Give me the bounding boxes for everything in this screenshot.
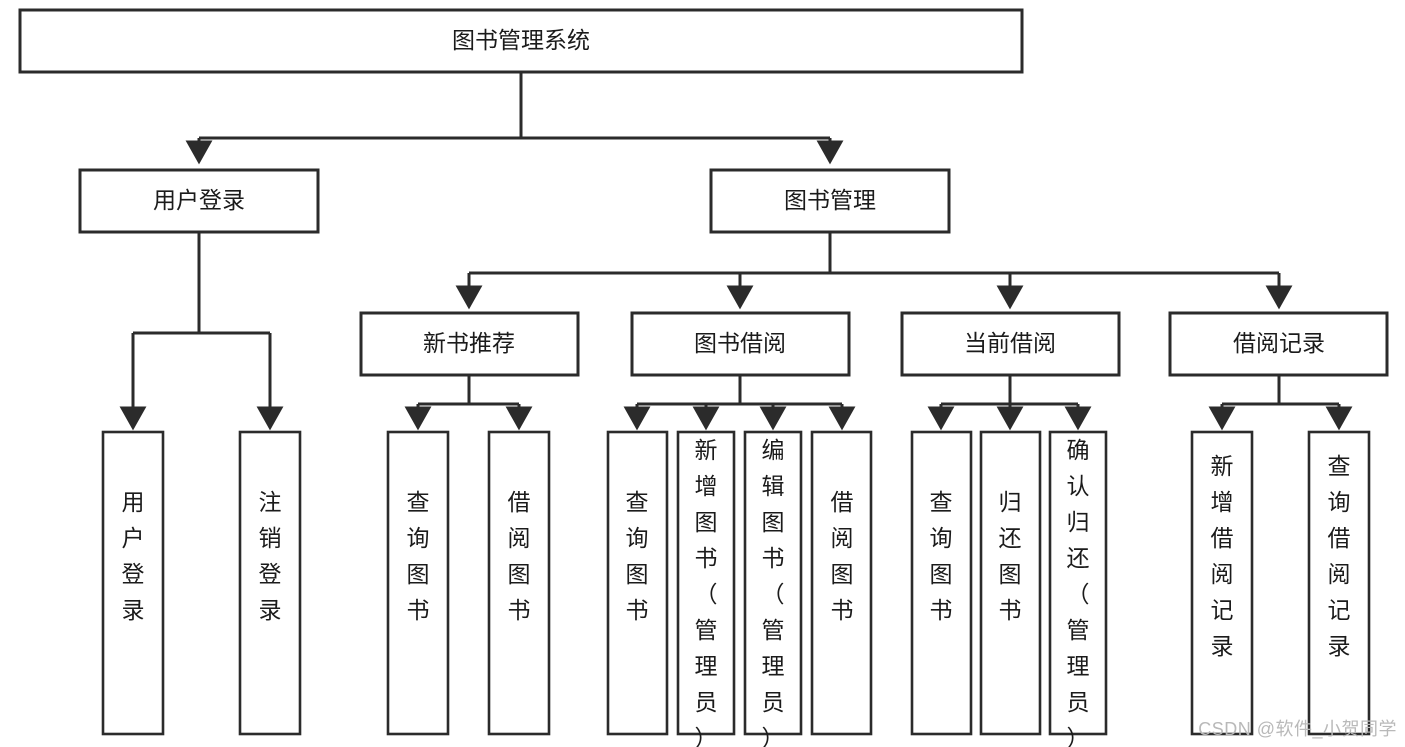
leaf-query-book-1-label: 查询图书 <box>407 489 430 623</box>
leaf-confirm-return-label: 确认归还（管理员） <box>1067 437 1090 747</box>
leaf-user-login[interactable]: 用户登录 <box>101 430 165 736</box>
node-root-label: 图书管理系统 <box>452 27 590 53</box>
node-root[interactable]: 图书管理系统 <box>18 8 1024 74</box>
leaf-borrow-book-1-label: 借阅图书 <box>508 489 531 623</box>
node-new-book-recommend-label: 新书推荐 <box>423 330 515 356</box>
leaf-return-book[interactable]: 归还图书 <box>979 430 1042 736</box>
connector-book-borrow-to-leaves <box>623 375 856 431</box>
connector-new-book-recommend-to-leaves <box>404 375 533 431</box>
node-user-login-label: 用户登录 <box>153 187 245 213</box>
connector-book-manage-to-level3 <box>455 232 1293 310</box>
leaf-query-book-3[interactable]: 查询图书 <box>910 430 973 736</box>
leaf-add-book-label: 新增图书（管理员） <box>695 437 718 747</box>
leaf-edit-book[interactable]: 编辑图书（管理员） <box>743 430 803 747</box>
csdn-watermark: CSDN @软件_小贺同学 <box>1198 719 1397 739</box>
node-new-book-recommend[interactable]: 新书推荐 <box>359 311 580 377</box>
node-book-borrow-label: 图书借阅 <box>694 330 786 356</box>
connector-user-login-to-leaves <box>119 232 284 431</box>
leaf-query-book-1[interactable]: 查询图书 <box>386 430 450 736</box>
leaf-borrow-book-1[interactable]: 借阅图书 <box>487 430 551 736</box>
connector-borrow-record-to-leaves <box>1208 375 1353 431</box>
node-borrow-record-label: 借阅记录 <box>1233 330 1325 356</box>
leaf-borrow-book-2-label: 借阅图书 <box>831 489 854 623</box>
node-book-manage[interactable]: 图书管理 <box>709 168 951 234</box>
node-current-borrow-label: 当前借阅 <box>964 330 1056 356</box>
leaf-add-book[interactable]: 新增图书（管理员） <box>676 430 736 747</box>
leaf-borrow-book-2[interactable]: 借阅图书 <box>810 430 873 736</box>
leaf-user-login-label: 用户登录 <box>122 489 145 623</box>
node-book-borrow[interactable]: 图书借阅 <box>630 311 851 377</box>
connector-current-borrow-to-leaves <box>927 375 1092 431</box>
leaf-add-record[interactable]: 新增借阅记录 <box>1190 430 1254 736</box>
leaf-user-logout[interactable]: 注销登录 <box>238 430 302 736</box>
leaf-query-record-label: 查询借阅记录 <box>1328 453 1351 659</box>
leaf-user-logout-label: 注销登录 <box>259 489 282 623</box>
node-borrow-record[interactable]: 借阅记录 <box>1168 311 1389 377</box>
leaf-query-book-3-label: 查询图书 <box>930 489 953 623</box>
leaf-query-book-2[interactable]: 查询图书 <box>606 430 669 736</box>
connector-root-to-level2 <box>185 72 844 165</box>
node-user-login[interactable]: 用户登录 <box>78 168 320 234</box>
leaf-add-record-label: 新增借阅记录 <box>1211 453 1234 659</box>
leaf-query-book-2-label: 查询图书 <box>626 489 649 623</box>
node-book-manage-label: 图书管理 <box>784 187 876 213</box>
leaf-edit-book-label: 编辑图书（管理员） <box>762 437 785 747</box>
leaf-return-book-label: 归还图书 <box>999 489 1022 623</box>
node-current-borrow[interactable]: 当前借阅 <box>900 311 1121 377</box>
leaf-confirm-return[interactable]: 确认归还（管理员） <box>1048 430 1108 747</box>
leaf-query-record[interactable]: 查询借阅记录 <box>1307 430 1371 736</box>
